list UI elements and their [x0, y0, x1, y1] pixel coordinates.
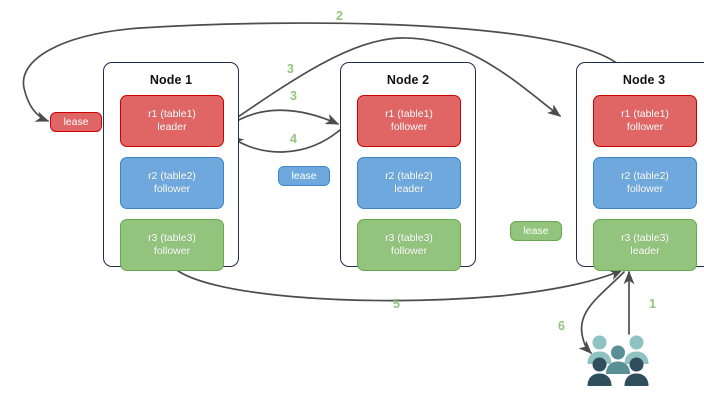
- replica-chip-node3-r2[interactable]: r2 (table2) follower: [593, 157, 697, 209]
- replica-role: follower: [390, 121, 428, 133]
- replica-name: r2 (table2): [621, 170, 669, 182]
- edge-4: [229, 129, 341, 153]
- node-title-node3: Node 3: [622, 73, 666, 87]
- user-figure-center: [606, 345, 630, 374]
- replica-name: r1 (table1): [385, 108, 433, 120]
- node-container-node2[interactable]: Node 2 r1 (table1) follower r2 (table2) …: [340, 62, 476, 271]
- replica-role: follower: [153, 245, 191, 257]
- replica-role: follower: [390, 245, 428, 257]
- replica-role: leader: [157, 121, 187, 133]
- replica-chip-node1-r1[interactable]: r1 (table1) leader: [120, 95, 224, 147]
- node-container-node1[interactable]: Node 1 r1 (table1) leader r2 (table2) fo…: [103, 62, 239, 271]
- replica-chip-node1-r2[interactable]: r2 (table2) follower: [120, 157, 224, 209]
- step-label-6: 6: [558, 319, 565, 333]
- replica-chip-node3-r3[interactable]: r3 (table3) leader: [593, 219, 697, 271]
- user-figure-front-right: [624, 357, 649, 386]
- step-label-3a: 3: [287, 62, 294, 76]
- node-title-node2: Node 2: [386, 73, 430, 87]
- replica-role: follower: [626, 183, 664, 195]
- replica-name: r2 (table2): [385, 170, 433, 182]
- replica-role: follower: [153, 183, 191, 195]
- replica-role: leader: [630, 245, 660, 257]
- replica-name: r3 (table3): [385, 232, 433, 244]
- node-title-node1: Node 1: [149, 73, 193, 87]
- node-container-node3[interactable]: Node 3 r1 (table1) follower r2 (table2) …: [576, 62, 704, 271]
- replica-name: r3 (table3): [621, 232, 669, 244]
- lease-pill-r2[interactable]: lease: [278, 166, 330, 186]
- replica-name: r3 (table3): [148, 232, 196, 244]
- replica-name: r1 (table1): [621, 108, 669, 120]
- lease-pill-r1[interactable]: lease: [50, 112, 102, 132]
- replica-name: r1 (table1): [148, 108, 196, 120]
- step-label-2: 2: [336, 9, 343, 23]
- replica-chip-node2-r3[interactable]: r3 (table3) follower: [357, 219, 461, 271]
- replica-role: leader: [394, 183, 424, 195]
- replica-chip-node2-r2[interactable]: r2 (table2) leader: [357, 157, 461, 209]
- replica-chip-node2-r1[interactable]: r1 (table1) follower: [357, 95, 461, 147]
- replica-role: follower: [626, 121, 664, 133]
- edge-5: [171, 265, 624, 302]
- lease-pill-r3[interactable]: lease: [510, 221, 562, 241]
- replica-chip-node3-r1[interactable]: r1 (table1) follower: [593, 95, 697, 147]
- replica-name: r2 (table2): [148, 170, 196, 182]
- step-label-4: 4: [290, 132, 297, 146]
- replica-chip-node1-r3[interactable]: r3 (table3) follower: [120, 219, 224, 271]
- users-icon: [587, 335, 649, 386]
- edge-3-lower: [225, 109, 340, 129]
- user-figure-front-left: [587, 357, 612, 386]
- step-label-3b: 3: [290, 89, 297, 103]
- step-label-1: 1: [649, 297, 656, 311]
- step-label-5: 5: [393, 297, 400, 311]
